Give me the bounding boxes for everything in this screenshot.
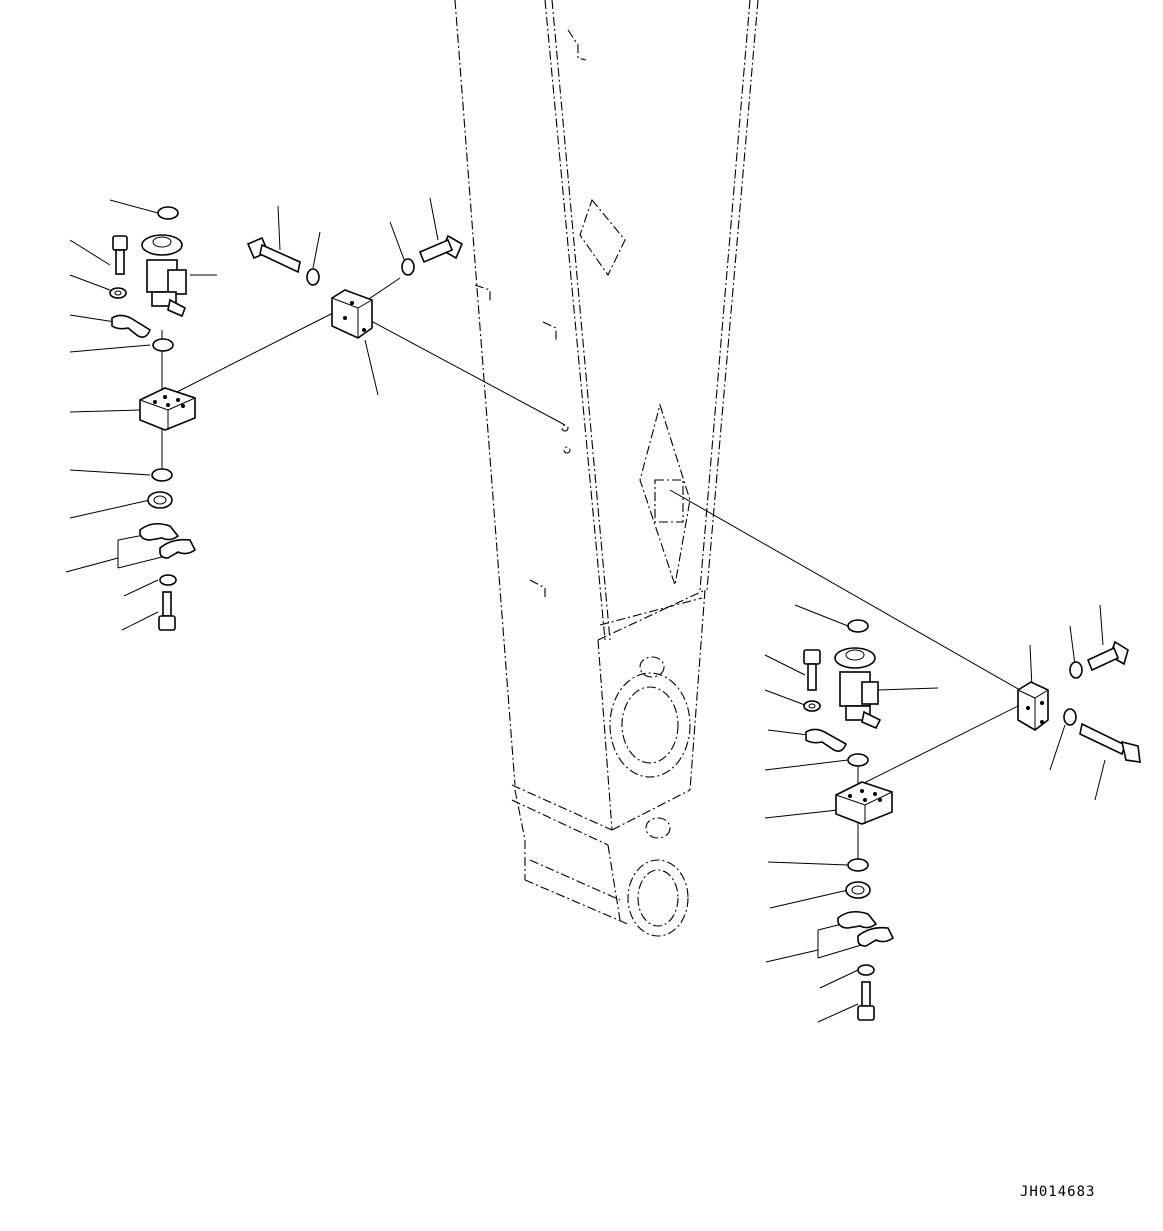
split-flange-icon (835, 781, 893, 825)
o-ring-icon (157, 206, 179, 220)
washer-icon (1063, 708, 1077, 726)
connection-lines (161, 277, 1021, 865)
bolt-icon (857, 981, 875, 1021)
o-ring-icon (847, 858, 869, 872)
washer-icon (109, 287, 127, 299)
bolt-icon (1079, 722, 1141, 763)
o-ring-icon (847, 753, 869, 767)
half-clamp-icon (111, 314, 151, 338)
o-ring-icon (847, 619, 869, 633)
bolt-icon (158, 591, 176, 631)
o-ring-icon (151, 468, 173, 482)
bolt-icon (246, 236, 301, 274)
washer-icon (401, 258, 415, 276)
right-fitting-assembly (764, 604, 1141, 1023)
washer-icon (1069, 661, 1083, 679)
elbow-fitting-icon (141, 234, 187, 318)
washer-icon (306, 268, 320, 286)
bolt-icon (112, 235, 128, 275)
washer-icon (159, 574, 177, 586)
drawing-code: JH014683 (1020, 1184, 1096, 1200)
half-clamp-icon (837, 910, 878, 929)
boom-arm-outline (454, 0, 759, 937)
mounting-block-icon (331, 289, 373, 339)
bolt-icon (803, 649, 821, 691)
mounting-block-icon (1017, 681, 1049, 731)
o-ring-icon (152, 338, 174, 352)
half-clamp-icon (159, 538, 197, 559)
seal-ring-icon (845, 881, 871, 899)
half-clamp-icon (857, 926, 895, 947)
half-clamp-icon (805, 728, 848, 752)
washer-icon (803, 700, 821, 712)
split-flange-icon (139, 387, 196, 431)
washer-icon (857, 964, 875, 976)
bolt-icon (1086, 640, 1129, 672)
half-clamp-icon (139, 522, 180, 541)
seal-ring-icon (147, 491, 173, 509)
bolt-icon (418, 234, 464, 264)
left-fitting-assembly (65, 197, 464, 631)
elbow-fitting-icon (834, 647, 882, 730)
